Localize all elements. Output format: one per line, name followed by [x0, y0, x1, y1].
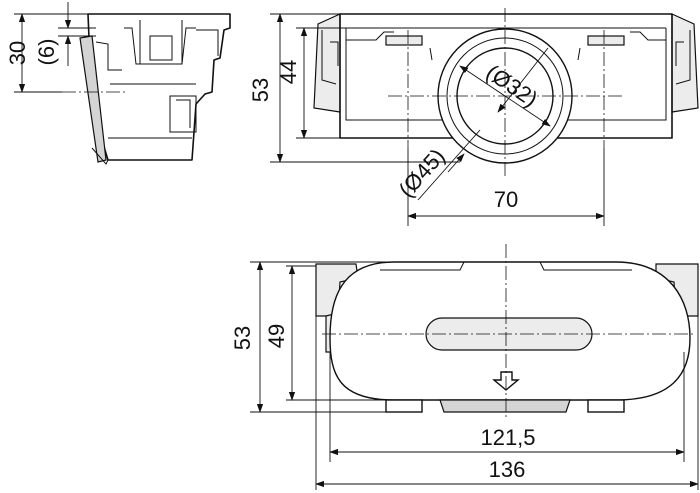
front-view-left-ear [313, 13, 341, 113]
side-view-inner-lines [95, 20, 219, 139]
front-view-slot-right [587, 35, 625, 46]
front-view-slot-left [385, 35, 423, 46]
side-view [14, 2, 231, 165]
dimension-center-distance: 70 [494, 187, 518, 212]
side-view-bottom-lip [91, 147, 109, 165]
top-view-foot-right [587, 399, 625, 413]
dimension-top-height-inner: 49 [264, 324, 289, 348]
front-view [270, 8, 699, 226]
dimension-width-inner: 121,5 [480, 425, 535, 450]
top-view-top-bevel [380, 261, 632, 271]
dimension-top-height-outer: 53 [230, 326, 255, 350]
dimension-front-height-inner: 44 [276, 60, 301, 84]
dimension-outer-diameter: (Ø45) [394, 144, 450, 203]
dimension-width-outer: 136 [489, 457, 526, 482]
top-view-pipe-stub [439, 399, 571, 413]
side-view-left-wall [79, 35, 107, 163]
dimension-front-height-outer: 53 [248, 78, 273, 102]
front-view-top-rail [345, 27, 667, 121]
front-view-side-details [321, 30, 691, 85]
dimension-side-offset: (6) [34, 39, 59, 66]
dimension-side-height: 30 [5, 41, 30, 65]
top-view [250, 244, 699, 490]
top-view-foot-left [385, 399, 423, 413]
